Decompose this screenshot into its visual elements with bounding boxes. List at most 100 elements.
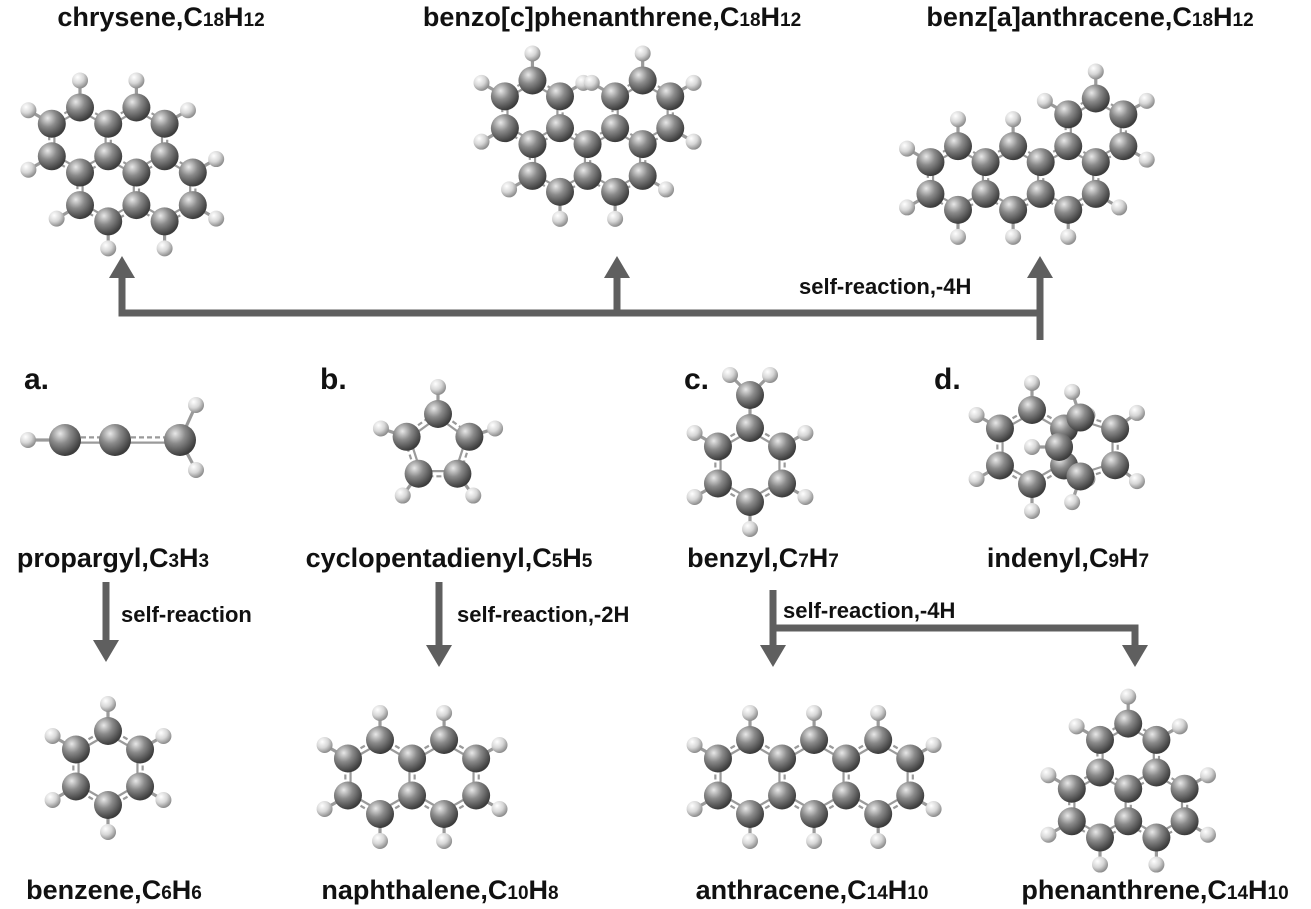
benzo-c-phenanthrene-carbon-atom (573, 161, 602, 190)
benzo-c-phenanthrene-carbon-atom (601, 114, 630, 143)
phenanthrene-carbon-atom (1170, 774, 1199, 803)
cyclopentadienyl-hydrogen-atom (372, 420, 389, 437)
naphthalene-hydrogen-atom (316, 801, 333, 817)
chrysene-carbon-atom (122, 191, 151, 220)
benz-a-anthracene-carbon-atom (1081, 179, 1110, 208)
reaction-label-benzyl: self-reaction,-4H (783, 598, 956, 623)
naphthalene-hydrogen-atom (372, 705, 388, 721)
benz-a-anthracene-carbon-atom (916, 179, 945, 208)
anthracene-carbon-atom (864, 726, 893, 754)
anthracene-bond (878, 736, 913, 758)
anthracene-hydrogen-atom (870, 833, 887, 849)
benzyl-bond (716, 484, 750, 506)
phenanthrene-carbon-atom (1170, 807, 1199, 836)
anthracene-carbon-atom (736, 726, 764, 754)
cyclopentadienyl-hydrogen-atom (487, 420, 504, 437)
indenyl-bond (1032, 466, 1066, 488)
benzyl-carbon-atom (736, 381, 764, 409)
benzo-c-phenanthrene-carbon-atom (518, 161, 547, 190)
naphthalene-carbon-atom (366, 800, 394, 828)
cyclopentadienyl-carbon-atom (443, 459, 472, 488)
naphthalene-carbon-atom (398, 781, 427, 810)
chrysene-hydrogen-atom (208, 151, 225, 168)
anthracene-bond (716, 736, 750, 758)
anthracene-carbon-atom (800, 726, 829, 754)
benzene-bond (74, 727, 108, 749)
chrysene-hydrogen-atom (100, 240, 117, 257)
benzyl-hydrogen-atom (762, 367, 778, 383)
phenanthrene-carbon-atom (1057, 807, 1086, 836)
phenanthrene-hydrogen-atom (1040, 826, 1057, 843)
molecule-label-naphthalene: naphthalene,C10H8 (321, 875, 559, 905)
cyclopentadienyl-carbon-atom (424, 400, 452, 428)
propargyl-carbon-atom (99, 424, 131, 456)
naphthalene-hydrogen-atom (372, 833, 388, 849)
chrysene-carbon-atom (150, 109, 179, 138)
benz-a-anthracene-carbon-atom (999, 132, 1028, 161)
benzene-bond (74, 787, 108, 809)
benzo-c-phenanthrene-carbon-atom (628, 130, 657, 159)
benz-a-anthracene-carbon-atom (971, 179, 1000, 208)
benzo-c-phenanthrene-hydrogen-atom (685, 133, 702, 150)
benzo-c-phenanthrene-carbon-atom (656, 114, 685, 143)
naphthalene-bond (444, 796, 478, 818)
anthracene-bond (780, 796, 814, 818)
anthracene-carbon-atom (768, 744, 797, 773)
chrysene-hydrogen-atom (20, 161, 37, 178)
benzyl-carbon-atom (703, 469, 732, 498)
benzo-c-phenanthrene-hydrogen-atom (607, 210, 624, 227)
benzo-c-phenanthrene-hydrogen-atom (524, 45, 541, 62)
phenanthrene-carbon-atom (1086, 725, 1114, 754)
benzyl-bond (750, 484, 784, 506)
molecule-label-benzene: benzene,C6H6 (26, 875, 202, 905)
indenyl-hydrogen-atom (1024, 375, 1040, 391)
anthracene-carbon-atom (768, 781, 797, 810)
benz-a-anthracene-carbon-atom (1054, 132, 1083, 161)
atom-layer (20, 45, 1216, 873)
phenanthrene-carbon-atom (1057, 774, 1086, 803)
anthracene-carbon-atom (832, 744, 861, 773)
chrysene-hydrogen-atom (179, 102, 196, 119)
benz-a-anthracene-hydrogen-atom (899, 199, 916, 216)
benzene-carbon-atom (94, 791, 122, 819)
chrysene-carbon-atom (94, 109, 123, 138)
naphthalene-carbon-atom (462, 744, 491, 773)
indenyl-bond (1032, 406, 1066, 428)
chrysene-carbon-atom (94, 142, 123, 171)
benzyl-hydrogen-atom (742, 521, 758, 537)
benz-a-anthracene-hydrogen-atom (950, 111, 966, 128)
arrow-head (1122, 645, 1148, 667)
anthracene-bond (780, 736, 814, 758)
propargyl-carbon-atom (164, 424, 196, 456)
indenyl-hydrogen-atom (1024, 503, 1040, 519)
benzo-c-phenanthrene-hydrogen-atom (685, 74, 702, 91)
chrysene-hydrogen-atom (48, 210, 65, 227)
benzo-c-phenanthrene-carbon-atom (490, 114, 519, 143)
anthracene-bond (814, 796, 848, 818)
naphthalene-hydrogen-atom (316, 737, 333, 753)
molecule-label-indenyl: indenyl,C9H7 (986, 543, 1150, 573)
phenanthrene-carbon-atom (1142, 725, 1171, 754)
indenyl-hydrogen-atom (1024, 439, 1041, 455)
arrow-head (93, 640, 119, 662)
indenyl-carbon-atom (1045, 433, 1074, 461)
benz-a-anthracene-hydrogen-atom (899, 140, 916, 157)
indenyl-bond (1080, 413, 1117, 428)
arrow-head (1027, 256, 1053, 278)
molecule-label-benzyl: benzyl,C7H7 (687, 543, 839, 573)
anthracene-hydrogen-atom (686, 737, 703, 753)
chrysene-carbon-atom (37, 109, 66, 138)
benzyl-hydrogen-atom (722, 367, 738, 383)
indenyl-bond (998, 406, 1032, 428)
indenyl-carbon-atom (1066, 462, 1095, 491)
benzo-c-phenanthrene-carbon-atom (601, 82, 630, 111)
panel-label-d: d. (934, 363, 961, 396)
arrow-head (604, 256, 630, 278)
arrow-head (109, 256, 135, 278)
benzene-carbon-atom (126, 772, 155, 801)
propargyl-carbon-atom (49, 424, 81, 456)
naphthalene-carbon-atom (333, 781, 362, 810)
benzene-hydrogen-atom (155, 728, 172, 744)
indenyl-hydrogen-atom (1064, 494, 1081, 511)
